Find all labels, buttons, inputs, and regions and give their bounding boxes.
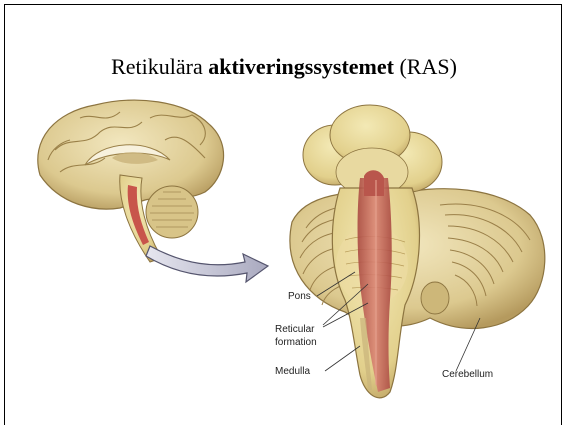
label-medulla: Medulla — [275, 366, 310, 377]
label-cerebellum: Cerebellum — [442, 369, 493, 380]
arrow-icon — [146, 246, 268, 282]
brainstem-illustration — [290, 105, 545, 398]
label-pons: Pons — [288, 291, 311, 302]
sagittal-brain — [38, 100, 224, 262]
label-reticular-line2: formation — [275, 337, 317, 348]
label-reticular-line1: Reticular — [275, 324, 315, 335]
